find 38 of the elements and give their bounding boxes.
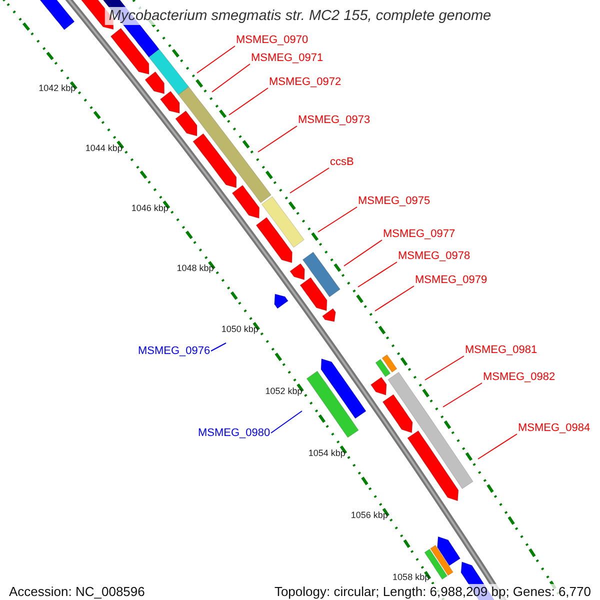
scale-label: 1046 kbp — [131, 202, 168, 214]
leader-line — [478, 434, 518, 460]
leader-line — [290, 168, 330, 194]
leader-line — [358, 262, 398, 288]
leader-line — [442, 382, 482, 408]
gene-label: MSMEG_0977 — [383, 227, 456, 241]
footer-note: Topology: circular; Length: 6,988,209 bp; Genes: 6,770 — [273, 584, 592, 600]
gene-label: MSMEG_0976 — [138, 344, 210, 358]
gene-label: MSMEG_0984 — [518, 421, 590, 435]
gene-label: MSMEG_0972 — [269, 75, 342, 89]
leader-line — [374, 286, 414, 312]
leader-line — [228, 88, 268, 116]
leader-line — [424, 356, 464, 380]
leader-line — [212, 64, 250, 92]
gene-label: MSMEG_0975 — [358, 194, 430, 208]
scale-label: 1042 kbp — [38, 83, 76, 94]
gene-label: MSMEG_0973 — [298, 113, 370, 127]
gene-label: MSMEG_0970 — [236, 33, 308, 47]
leader-line — [210, 342, 226, 352]
leader-line — [196, 46, 236, 74]
gene-label: MSMEG_0981 — [465, 343, 538, 357]
leader-line — [270, 410, 302, 434]
gene-label: MSMEG_0979 — [415, 273, 488, 287]
gene-label: MSMEG_0978 — [398, 249, 470, 263]
footer-note: Accession: NC_008596 — [8, 584, 146, 600]
leader-line — [318, 206, 358, 232]
gene-label: MSMEG_0980 — [198, 426, 270, 440]
leader-line — [258, 126, 298, 152]
scale-label: 1052 kbp — [265, 386, 302, 397]
gene-label: MSMEG_0971 — [251, 51, 324, 65]
gene-label: MSMEG_0982 — [483, 370, 556, 384]
scale-label: 1056 kbp — [350, 510, 388, 522]
scale-label: 1048 kbp — [176, 263, 214, 274]
leader-line — [344, 240, 382, 266]
scale-label: 1050 kbp — [221, 324, 258, 336]
gene-label: ccsB — [330, 155, 354, 169]
scale-label: 1044 kbp — [85, 142, 122, 154]
scale-label: 1054 kbp — [308, 448, 346, 459]
